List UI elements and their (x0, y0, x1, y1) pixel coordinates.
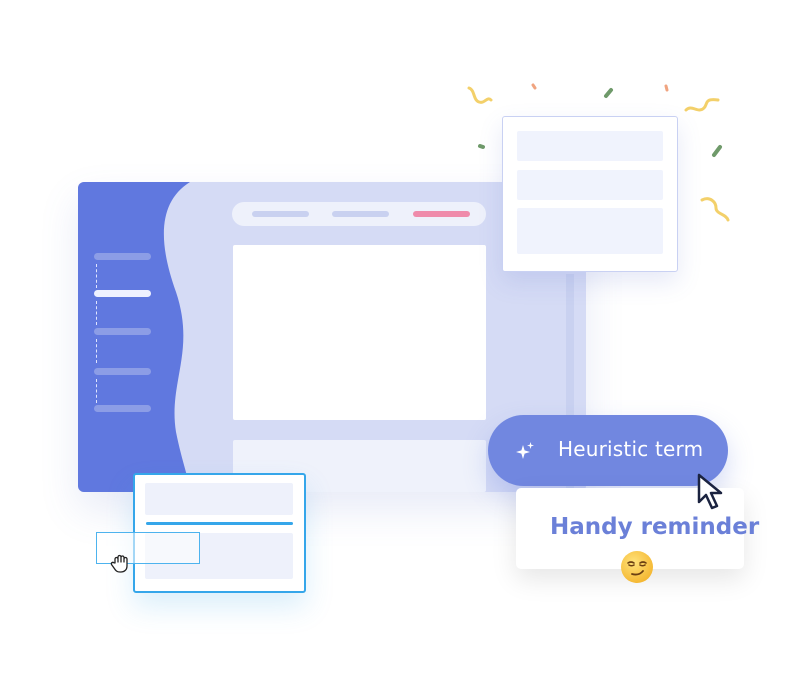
nav-item-highlighted[interactable] (413, 211, 470, 217)
sidebar-item[interactable] (94, 328, 151, 335)
top-nav-bar (232, 202, 486, 226)
nav-item[interactable] (252, 211, 309, 217)
sidebar-item[interactable] (94, 368, 151, 375)
sparkle-icon (516, 442, 534, 459)
popup-panel (502, 116, 678, 272)
nav-item[interactable] (332, 211, 389, 217)
selection-indicator (146, 522, 293, 525)
main-content-card (233, 245, 486, 420)
reminder-text: Handy reminder (550, 514, 760, 540)
sidebar-connector (96, 379, 97, 403)
popup-row[interactable] (517, 208, 663, 254)
sidebar-item[interactable] (94, 405, 151, 412)
sidebar-item[interactable] (94, 253, 151, 260)
sidebar-connector (96, 301, 97, 325)
cursor-arrow-icon (697, 473, 723, 510)
popup-row[interactable] (517, 131, 663, 161)
sidebar-connector (96, 339, 97, 363)
heuristic-term-tooltip[interactable]: Heuristic term (488, 415, 728, 486)
smirk-emoji-icon (621, 551, 653, 583)
sidebar-item-active[interactable] (94, 290, 151, 297)
tooltip-label: Heuristic term (558, 437, 704, 461)
grab-hand-icon (110, 554, 128, 573)
popup-row[interactable] (517, 170, 663, 200)
sidebar-connector (96, 264, 97, 288)
scrollbar[interactable] (566, 274, 574, 492)
panel-row[interactable] (145, 483, 293, 515)
drag-selection-box[interactable] (96, 532, 200, 564)
